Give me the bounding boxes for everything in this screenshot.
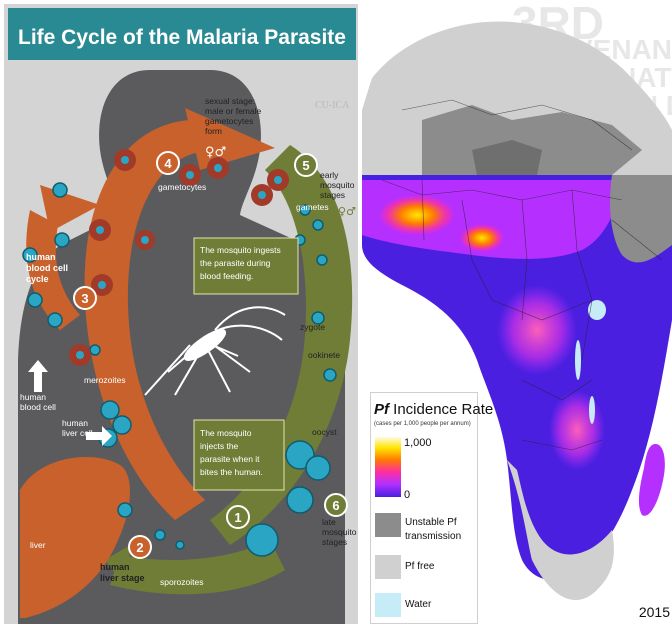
step-1-number: 1 [234,510,241,525]
zygote-label: zygote [300,322,325,332]
red-blood-cells [69,149,289,366]
sporozoites-label: sporozoites [160,577,203,587]
legend-free-label: Pf free [405,561,435,572]
life-cycle-illustration: 4 5 3 1 2 6 sexual stage: male or female… [0,0,362,628]
mosquito-cycle-arc [210,145,353,545]
madagascar [638,444,665,516]
blood-cell-arrow-icon [28,360,48,392]
step-2-marker [128,535,152,559]
incidence-map-panel: 3RD COVENANT INTERNATI AFRICAN D [362,0,672,628]
step-1-marker [226,505,250,529]
gametes-label: gametes [296,202,329,212]
human-liver-cell-label-2: liver cell [62,428,93,438]
step-3-marker [73,286,97,310]
title-bar [8,8,356,60]
step-3-number: 3 [81,291,88,306]
gamete-symbols-icon: ♀♂ [338,205,356,218]
step-4-number: 4 [164,156,172,171]
legend-water-label: Water [405,599,432,610]
sporozoite-arrow-head [105,545,130,590]
human-blood-cell-label-2: blood cell [20,402,56,412]
page-title: Life Cycle of the Malaria Parasite [18,26,346,49]
stage4-label-3: gametocytes [205,116,253,126]
step-6-marker [324,493,348,517]
south-africa-pf-free [507,460,614,600]
legend-color-ramp [375,437,401,497]
human-blood-cell-label-1: human [20,392,46,402]
merozoites-label: merozoites [84,375,126,385]
gametocytes-label: gametocytes [158,182,206,192]
early-label-3: stages [320,190,345,200]
country-borders [381,99,663,451]
lake-tanganyika [575,340,581,380]
early-label-1: early [320,170,339,180]
legend-free-swatch [375,555,401,579]
liver-label: liver [30,540,46,550]
ookinete-label: ookinete [308,350,340,360]
legend-title: Pf Incidence Rate [374,401,494,418]
step-2-number: 2 [136,540,143,555]
africa-map [362,21,672,600]
legend-unstable-label-1: Unstable Pf [405,517,457,528]
human-liver-cell-label-1: human [62,418,88,428]
west-africa-peak [379,195,455,235]
life-cycle-panel: 4 5 3 1 2 6 sexual stage: male or female… [0,0,362,628]
human-liver-stage-label-2: liver stage [100,573,145,583]
legend-unstable-swatch [375,513,401,537]
rbc-parasites [76,156,282,359]
inject-line-3: parasite when it [200,454,260,464]
human-liver-stage-label-1: human [100,562,130,572]
human-blood-cycle-label-1: human [26,252,56,262]
ingest-line-3: blood feeding. [200,271,253,281]
inject-box [193,419,285,491]
late-label-2: mosquito [322,527,357,537]
lake-malawi [589,396,595,424]
gender-symbols-icon: ♀♂ [205,145,226,160]
oocyst-label: oocyst [312,427,337,437]
map-legend: Pf Incidence Rate (cases per 1,000 peopl… [370,392,493,624]
horn-unstable-transmission [610,175,672,263]
legend-water-swatch [375,593,401,617]
ingest-line-2: the parasite during [200,258,271,268]
liver-shape [20,457,130,618]
stage4-label-1: sexual stage: [205,96,255,106]
step-4-marker [156,151,180,175]
mozambique-peak [549,390,605,470]
mosquito-figure [144,306,286,396]
watermark-text: CU-ICA [315,100,350,111]
step-markers [73,151,348,559]
central-africa-peak [497,285,577,375]
step-5-marker [294,153,318,177]
ingest-line-1: The mosquito ingests [200,245,281,255]
step-6-number: 6 [332,498,339,513]
legend-min-label: 0 [404,489,411,501]
unstable-dark-band [472,140,542,175]
liver-cell-arrow-icon [86,426,112,446]
map-year-label: 2015 [638,604,670,620]
human-blood-cycle-label-3: cycle [26,274,49,284]
stage4-label-2: male or female [205,106,261,116]
ingest-box [193,237,299,295]
late-label-1: late [322,517,336,527]
late-label-3: stages [322,537,347,547]
lake-victoria [588,300,606,320]
sporozoite-arc [110,540,285,595]
arc-arrow-head [185,108,275,170]
legend-unstable-label-2: transmission [405,531,462,542]
legend-max-label: 1,000 [404,437,432,449]
step-5-number: 5 [302,158,309,173]
inject-line-2: injects the [200,441,239,451]
human-blood-cycle-label-2: blood cell [26,263,68,273]
early-label-2: mosquito [320,180,355,190]
legend-subtitle: (cases per 1,000 people per annum) [374,421,471,427]
parasite-cells [22,182,337,557]
inject-line-1: The mosquito [200,428,252,438]
inject-line-4: bites the human. [200,467,263,477]
nigeria-peak [460,224,504,252]
sub-saharan-incidence-zone [362,175,672,580]
blood-cycle-arrow-head [40,185,100,232]
stage4-label-4: form [205,126,222,136]
